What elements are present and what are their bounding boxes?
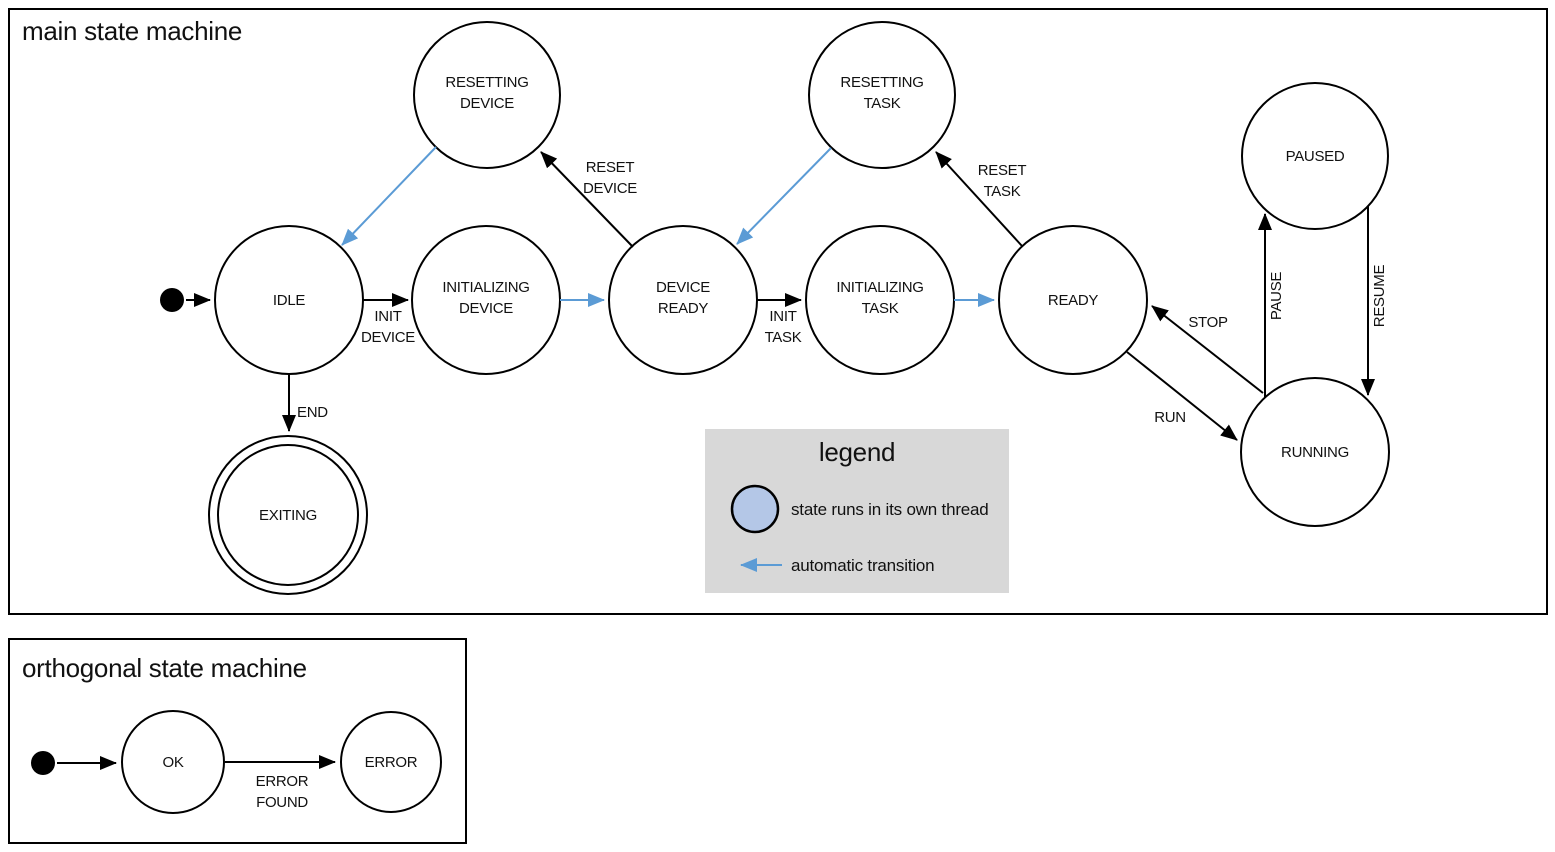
auto-transition-resetting-task-to-device-ready [736,147,832,245]
legend-thread-state-icon [730,484,780,534]
transition-stop-label: STOP [1188,314,1228,331]
state-device-ready-label-line2: READY [658,300,708,317]
transition-resume-label: RESUME [1371,265,1388,328]
state-paused-label: PAUSED [1286,148,1345,165]
main-panel-title: main state machine [22,16,242,46]
state-device-ready-label-line1: DEVICE [656,279,710,296]
state-exiting-label: EXITING [259,507,317,524]
transition-error-found-label-line1: ERROR [256,773,309,790]
transition-run [1126,351,1238,441]
state-ready-label: READY [1048,292,1098,309]
initial-state-dot [160,288,184,312]
state-ok [121,710,225,814]
orthogonal-panel-title: orthogonal state machine [22,653,307,683]
legend-auto-transition-label: automatic transition [791,556,934,575]
transition-init-task-label-line1: INIT [769,308,796,325]
state-error-label: ERROR [365,754,418,771]
transition-init-task-label-line2: TASK [765,329,802,346]
legend-title: legend [819,437,895,467]
transition-stop [1151,305,1264,394]
state-initializing-task-label-line1: INITIALIZING [836,279,923,296]
state-idle-label: IDLE [273,292,305,309]
state-resetting-task-label-line2: TASK [864,95,901,112]
state-initializing-device-label-line1: INITIALIZING [442,279,529,296]
transition-reset-task-label-line1: RESET [978,162,1027,179]
legend-box: legend state runs in its own thread auto… [705,429,1009,593]
transition-reset-device [540,151,634,248]
transition-reset-task [935,151,1023,247]
transition-pause-label: PAUSE [1268,272,1285,321]
transition-init-device-label-line2: DEVICE [361,329,415,346]
state-resetting-device-label-line2: DEVICE [460,95,514,112]
state-ready [998,225,1148,375]
state-initializing-device-label-line2: DEVICE [459,300,513,317]
state-paused [1241,82,1389,230]
state-exiting [217,444,359,586]
transition-run-label: RUN [1154,409,1186,426]
orthogonal-state-machine-panel: orthogonal state machine OK ERROR FOUND … [8,638,467,844]
transition-error-found-label-line2: FOUND [256,794,308,811]
orthogonal-initial-state-dot [31,751,55,775]
transition-reset-device-label-line1: RESET [586,159,635,176]
state-resetting-task [808,21,956,169]
transition-reset-task-label-line2: TASK [984,183,1021,200]
state-error [340,711,442,813]
state-resetting-device-label-line1: RESETTING [445,74,528,91]
state-resetting-device [413,21,561,169]
legend-thread-state-label: state runs in its own thread [791,500,989,519]
transition-reset-device-label-line2: DEVICE [583,180,637,197]
state-resetting-task-label-line1: RESETTING [840,74,923,91]
transition-end-label: END [297,404,328,421]
state-ok-label: OK [162,754,183,771]
state-initializing-task-label-line2: TASK [862,300,899,317]
transition-init-device-label-line1: INIT [374,308,401,325]
main-state-machine-panel: main state machine IDLE INIT DEVICE INIT… [8,8,1548,615]
auto-transition-resetting-device-to-idle [341,146,437,246]
state-running [1240,377,1390,527]
state-running-label: RUNNING [1281,444,1349,461]
